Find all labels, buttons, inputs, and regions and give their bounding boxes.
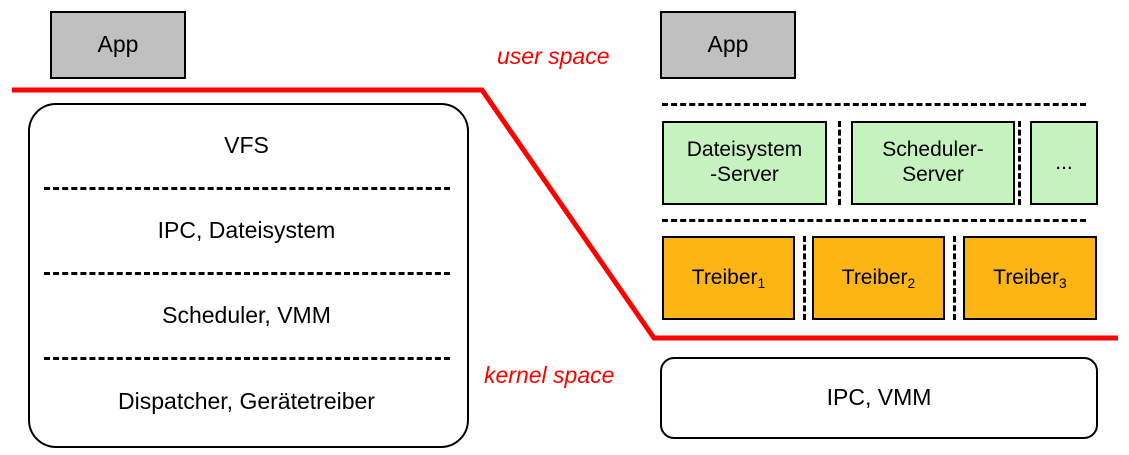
kernel-layer-vfs-label: VFS bbox=[224, 132, 269, 158]
driver-row-top-divider bbox=[662, 219, 1086, 222]
server-box-scheduler-line1: Scheduler- bbox=[882, 138, 984, 162]
right-app-box: App bbox=[660, 11, 796, 79]
driver-box-3-label: Treiber3 bbox=[993, 265, 1067, 291]
server-divider-1 bbox=[838, 121, 841, 205]
server-row-top-divider bbox=[662, 103, 1086, 106]
driver-box-3: Treiber3 bbox=[963, 236, 1097, 320]
kernel-layer-vfs: VFS bbox=[28, 103, 465, 188]
left-app-label: App bbox=[97, 31, 139, 58]
microkernel-base-box: IPC, VMM bbox=[660, 357, 1098, 439]
driver-box-2: Treiber2 bbox=[812, 236, 945, 320]
driver-box-1: Treiber1 bbox=[662, 236, 795, 320]
driver-box-1-label: Treiber1 bbox=[691, 265, 766, 291]
driver-divider-1 bbox=[803, 236, 806, 320]
user-space-label: user space bbox=[497, 43, 610, 69]
server-box-scheduler-line2: Server bbox=[902, 163, 964, 186]
microkernel-base-label: IPC, VMM bbox=[826, 384, 932, 411]
kernel-layer-ipc-dateisystem-label: IPC, Dateisystem bbox=[157, 217, 336, 243]
kernel-layer-dispatcher-geraetetreiber: Dispatcher, Gerätetreiber bbox=[28, 358, 465, 444]
kernel-layer-dispatcher-geraetetreiber-label: Dispatcher, Gerätetreiber bbox=[118, 387, 375, 414]
kernel-divider-3 bbox=[44, 357, 450, 360]
driver-divider-2 bbox=[953, 236, 956, 320]
server-box-ellipsis-label: ... bbox=[1055, 150, 1073, 174]
right-app-label: App bbox=[707, 31, 749, 58]
left-app-box: App bbox=[50, 11, 186, 79]
server-box-ellipsis: ... bbox=[1030, 121, 1098, 205]
server-box-dateisystem-line1: Dateisystem bbox=[686, 138, 803, 162]
server-box-dateisystem-line2: -Server bbox=[710, 163, 779, 186]
server-box-scheduler: Scheduler- Server bbox=[851, 121, 1015, 205]
kernel-space-label: kernel space bbox=[484, 362, 615, 388]
kernel-layer-scheduler-vmm: Scheduler, VMM bbox=[28, 273, 465, 358]
driver-box-2-label: Treiber2 bbox=[841, 265, 916, 291]
server-box-dateisystem: Dateisystem -Server bbox=[662, 121, 827, 205]
kernel-layer-scheduler-vmm-label: Scheduler, VMM bbox=[162, 302, 331, 328]
kernel-layer-ipc-dateisystem: IPC, Dateisystem bbox=[28, 188, 465, 273]
server-divider-2 bbox=[1018, 121, 1021, 205]
